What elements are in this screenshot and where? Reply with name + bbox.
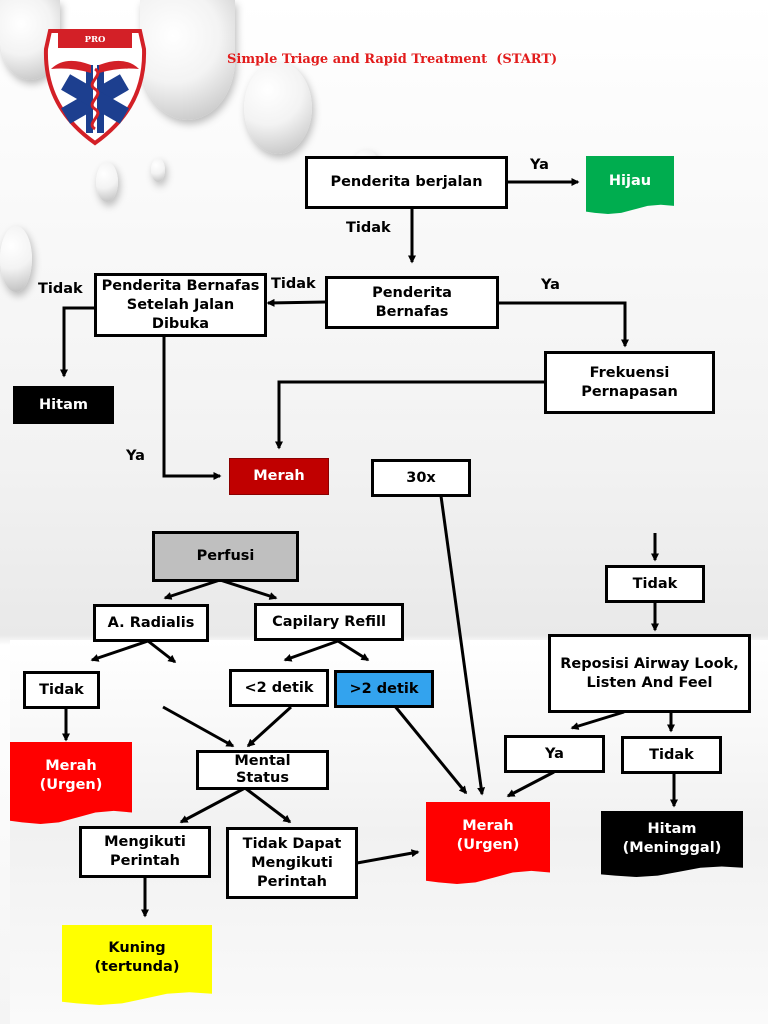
thirty-x-box: 30x	[371, 459, 471, 497]
connector-line	[219, 578, 278, 600]
logo-text: PRO EMERGENCY	[63, 35, 127, 59]
pro-emergency-logo: PRO EMERGENCY	[42, 27, 148, 147]
tidak-radialis-box: Tidak	[23, 671, 100, 709]
gt2-detik-box: >2 detik	[334, 670, 434, 708]
penderita-bernafas-box: Penderita Bernafas	[325, 276, 499, 329]
connector-line	[179, 786, 246, 824]
label-tidak-mid: Tidak	[271, 276, 316, 292]
water-drop-decoration	[151, 158, 165, 182]
label-tidak-top: Tidak	[346, 220, 391, 236]
connector-line	[337, 639, 370, 662]
connector-line	[163, 578, 221, 600]
connector-line	[392, 704, 468, 795]
connector-line	[570, 710, 625, 730]
connector-line	[162, 336, 222, 480]
label-ya-right: Ya	[541, 277, 560, 293]
connector-line	[147, 639, 177, 664]
connector-line	[266, 298, 327, 307]
tidak-right-box: Tidak	[605, 565, 705, 603]
connector-line	[275, 380, 546, 450]
result-hijau: Hijau	[586, 156, 674, 214]
ya-airway-box: Ya	[504, 735, 605, 773]
perfusi-box: Perfusi	[152, 531, 299, 582]
a-radialis-box: A. Radialis	[93, 604, 209, 642]
result-kuning: Kuning (tertunda)	[62, 925, 212, 1005]
penderita-berjalan-box: Penderita berjalan	[305, 156, 508, 209]
connector-line	[498, 301, 629, 348]
result-hitam-meninggal: Hitam (Meninggal)	[601, 811, 743, 877]
tidak-airway-box: Tidak	[621, 736, 722, 774]
mental-status-box: Mental Status	[196, 750, 329, 790]
label-tidak-left: Tidak	[38, 281, 83, 297]
star-of-life-icon	[43, 29, 147, 146]
water-drop-decoration	[0, 226, 32, 292]
reposisi-airway-box: Reposisi Airway Look, Listen And Feel	[548, 634, 751, 713]
mengikuti-perintah-box: Mengikuti Perintah	[79, 826, 211, 878]
label-ya-top: Ya	[530, 157, 549, 173]
lt2-detik-box: <2 detik	[229, 669, 329, 707]
label-ya-left: Ya	[126, 448, 145, 464]
frekuensi-pernapasan-box: Frekuensi Pernapasan	[544, 351, 715, 414]
connector-line	[162, 705, 235, 748]
connector-line	[356, 849, 420, 865]
water-drop-decoration	[244, 62, 312, 154]
tidak-dapat-mengikuti-perintah-box: Tidak Dapat Mengikuti Perintah	[226, 827, 358, 899]
result-merah-urgen-center: Merah (Urgen)	[426, 802, 550, 884]
result-merah-urgen-left: Merah (Urgen)	[10, 742, 132, 824]
connector-line	[90, 639, 149, 662]
connector-line	[439, 495, 486, 796]
result-hitam: Hitam	[13, 386, 114, 424]
connector-line	[60, 306, 96, 378]
connector-line	[283, 639, 339, 662]
bernafas-setelah-jalan-dibuka-box: Penderita Bernafas Setelah Jalan Dibuka	[94, 273, 267, 337]
water-drop-decoration	[140, 0, 235, 120]
connector-line	[246, 705, 293, 748]
page-title: Simple Triage and Rapid Treatment (START…	[227, 52, 558, 67]
result-merah: Merah	[229, 458, 329, 495]
connector-line	[506, 770, 555, 798]
connector-line	[244, 786, 292, 824]
water-drop-decoration	[96, 162, 118, 202]
capilary-refill-box: Capilary Refill	[254, 603, 404, 641]
